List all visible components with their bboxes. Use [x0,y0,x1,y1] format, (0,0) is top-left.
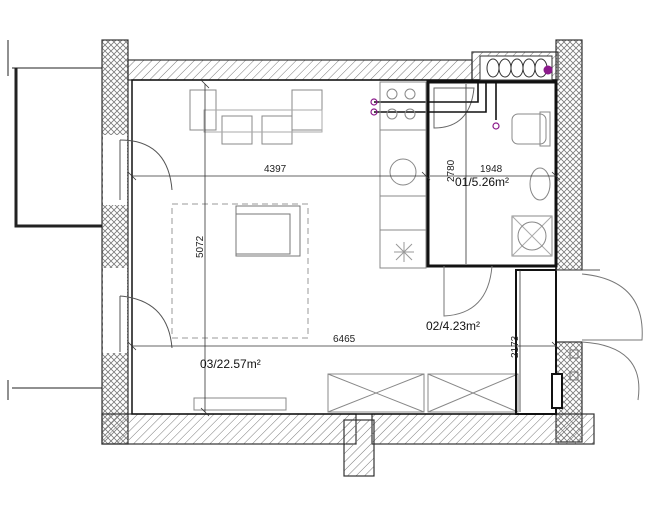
bathroom-room [426,80,558,317]
dim-bath-width: 1948 [480,164,503,175]
dim-hall-depth: 2173 [510,335,521,358]
kitchen-counter [379,81,427,269]
dimension-lines [127,79,561,417]
wardrobe [193,373,519,413]
hall-partition [515,269,600,415]
dining-set [189,89,323,145]
dim-living-width-upper: 4397 [264,164,287,175]
radiator [479,55,553,81]
sofa-area [171,203,309,339]
entrance-door [551,273,643,409]
dim-living-depth: 5072 [195,235,206,258]
room-label-living: 03/22.57m² [200,357,261,371]
balcony [7,40,102,400]
room-label-bathroom: 01/5.26m² [455,175,509,189]
room-label-hall: 02/4.23m² [426,319,480,333]
dim-living-width-lower: 6465 [333,334,356,345]
balcony-doors [119,139,173,352]
pipes [370,82,500,130]
dim-bath-depth: 2780 [446,159,457,182]
